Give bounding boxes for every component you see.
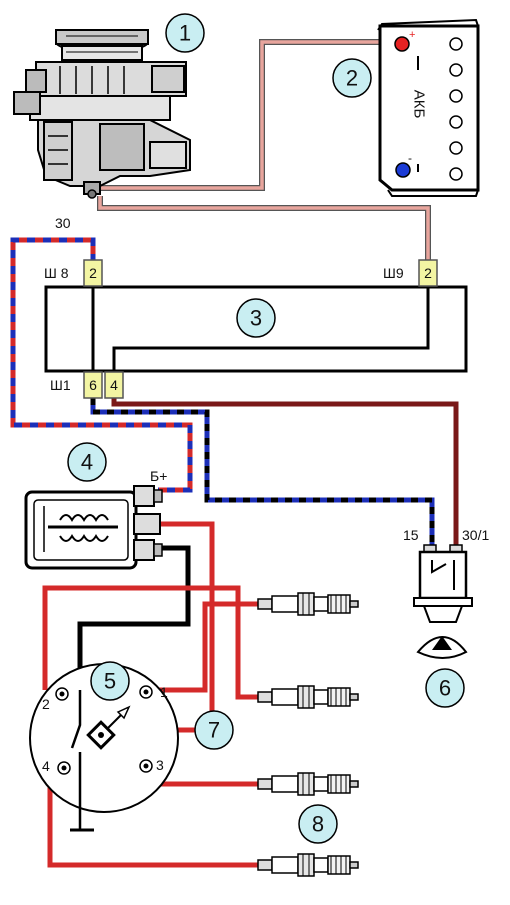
distributor-terminal-3-label: 3: [156, 757, 164, 773]
spark-plug: [257, 685, 359, 709]
distributor-terminal-2-label: 2: [42, 696, 50, 712]
badge-2-label: 2: [346, 66, 358, 91]
battery-label: АКБ: [411, 90, 428, 119]
fuse-pin-sh1-6: [83, 371, 103, 399]
ignition-coil: Б+: [24, 468, 167, 570]
badge-7-label: 7: [208, 718, 220, 743]
battery-positive-terminal: [394, 36, 410, 52]
fuse-pin-sh9-2-label: 2: [424, 265, 432, 281]
badge-7: 7: [194, 710, 234, 750]
badge-6-label: 6: [439, 676, 451, 701]
badge-2: 2: [332, 58, 372, 98]
spark-plug: [257, 592, 359, 616]
connector-sh9-label: Ш9: [383, 265, 404, 281]
distributor-terminal-1-label: 1: [160, 684, 168, 700]
generator: [13, 29, 191, 199]
wire-dark-red: [111, 398, 459, 545]
badge-4-label: 4: [81, 450, 93, 475]
distributor: 1 2 3 4: [29, 663, 179, 832]
connector-sh1-label: Ш1: [50, 377, 71, 393]
coil-terminal-label: Б+: [150, 468, 167, 484]
fuse-pin-sh8-2-label: 2: [89, 265, 97, 281]
distributor-terminal-4: [57, 761, 71, 775]
badge-8: 8: [298, 804, 338, 844]
connector-sh8-label: Ш 8: [44, 265, 69, 281]
badge-3-label: 3: [250, 306, 262, 331]
distributor-terminal-3: [139, 759, 153, 773]
badge-3: 3: [236, 298, 276, 338]
wire-black: [77, 545, 191, 690]
fuse-pin-sh1-4: [104, 371, 124, 399]
switch-terminal-15-label: 15: [403, 527, 419, 543]
badge-1-label: 1: [179, 21, 191, 46]
distributor-terminal-4-label: 4: [42, 758, 50, 774]
generator-terminal-label: 30: [55, 215, 71, 231]
wire-red-blue: [10, 237, 193, 493]
battery-plus-sign: +: [409, 29, 415, 41]
fuse-pin-sh1-4-label: 4: [110, 377, 118, 393]
badge-1: 1: [165, 13, 205, 53]
fuse-pin-sh8-2: [83, 259, 103, 287]
switch-terminal-30-1-label: 30/1: [462, 527, 489, 543]
wire-blue-black: [90, 398, 435, 545]
wire-red-ht: [42, 521, 262, 868]
distributor-rotor: [86, 705, 131, 750]
fuse-pin-sh1-6-label: 6: [89, 377, 97, 393]
badge-6: 6: [425, 668, 465, 708]
distributor-terminal-1: [139, 685, 153, 699]
spark-plug: [257, 853, 359, 877]
badge-5: 5: [90, 661, 130, 701]
battery: + - АКБ: [377, 18, 480, 197]
spark-plug: [257, 772, 359, 796]
battery-minus-sign: -: [408, 151, 412, 165]
fuse-pin-sh9-2: [418, 259, 438, 287]
ignition-switch: 15 30/1: [403, 527, 489, 659]
badge-5-label: 5: [104, 669, 116, 694]
badge-8-label: 8: [312, 812, 324, 837]
distributor-terminal-2: [55, 687, 69, 701]
battery-negative-terminal: [395, 162, 411, 178]
badge-4: 4: [67, 442, 107, 482]
spark-plugs: [257, 592, 359, 877]
